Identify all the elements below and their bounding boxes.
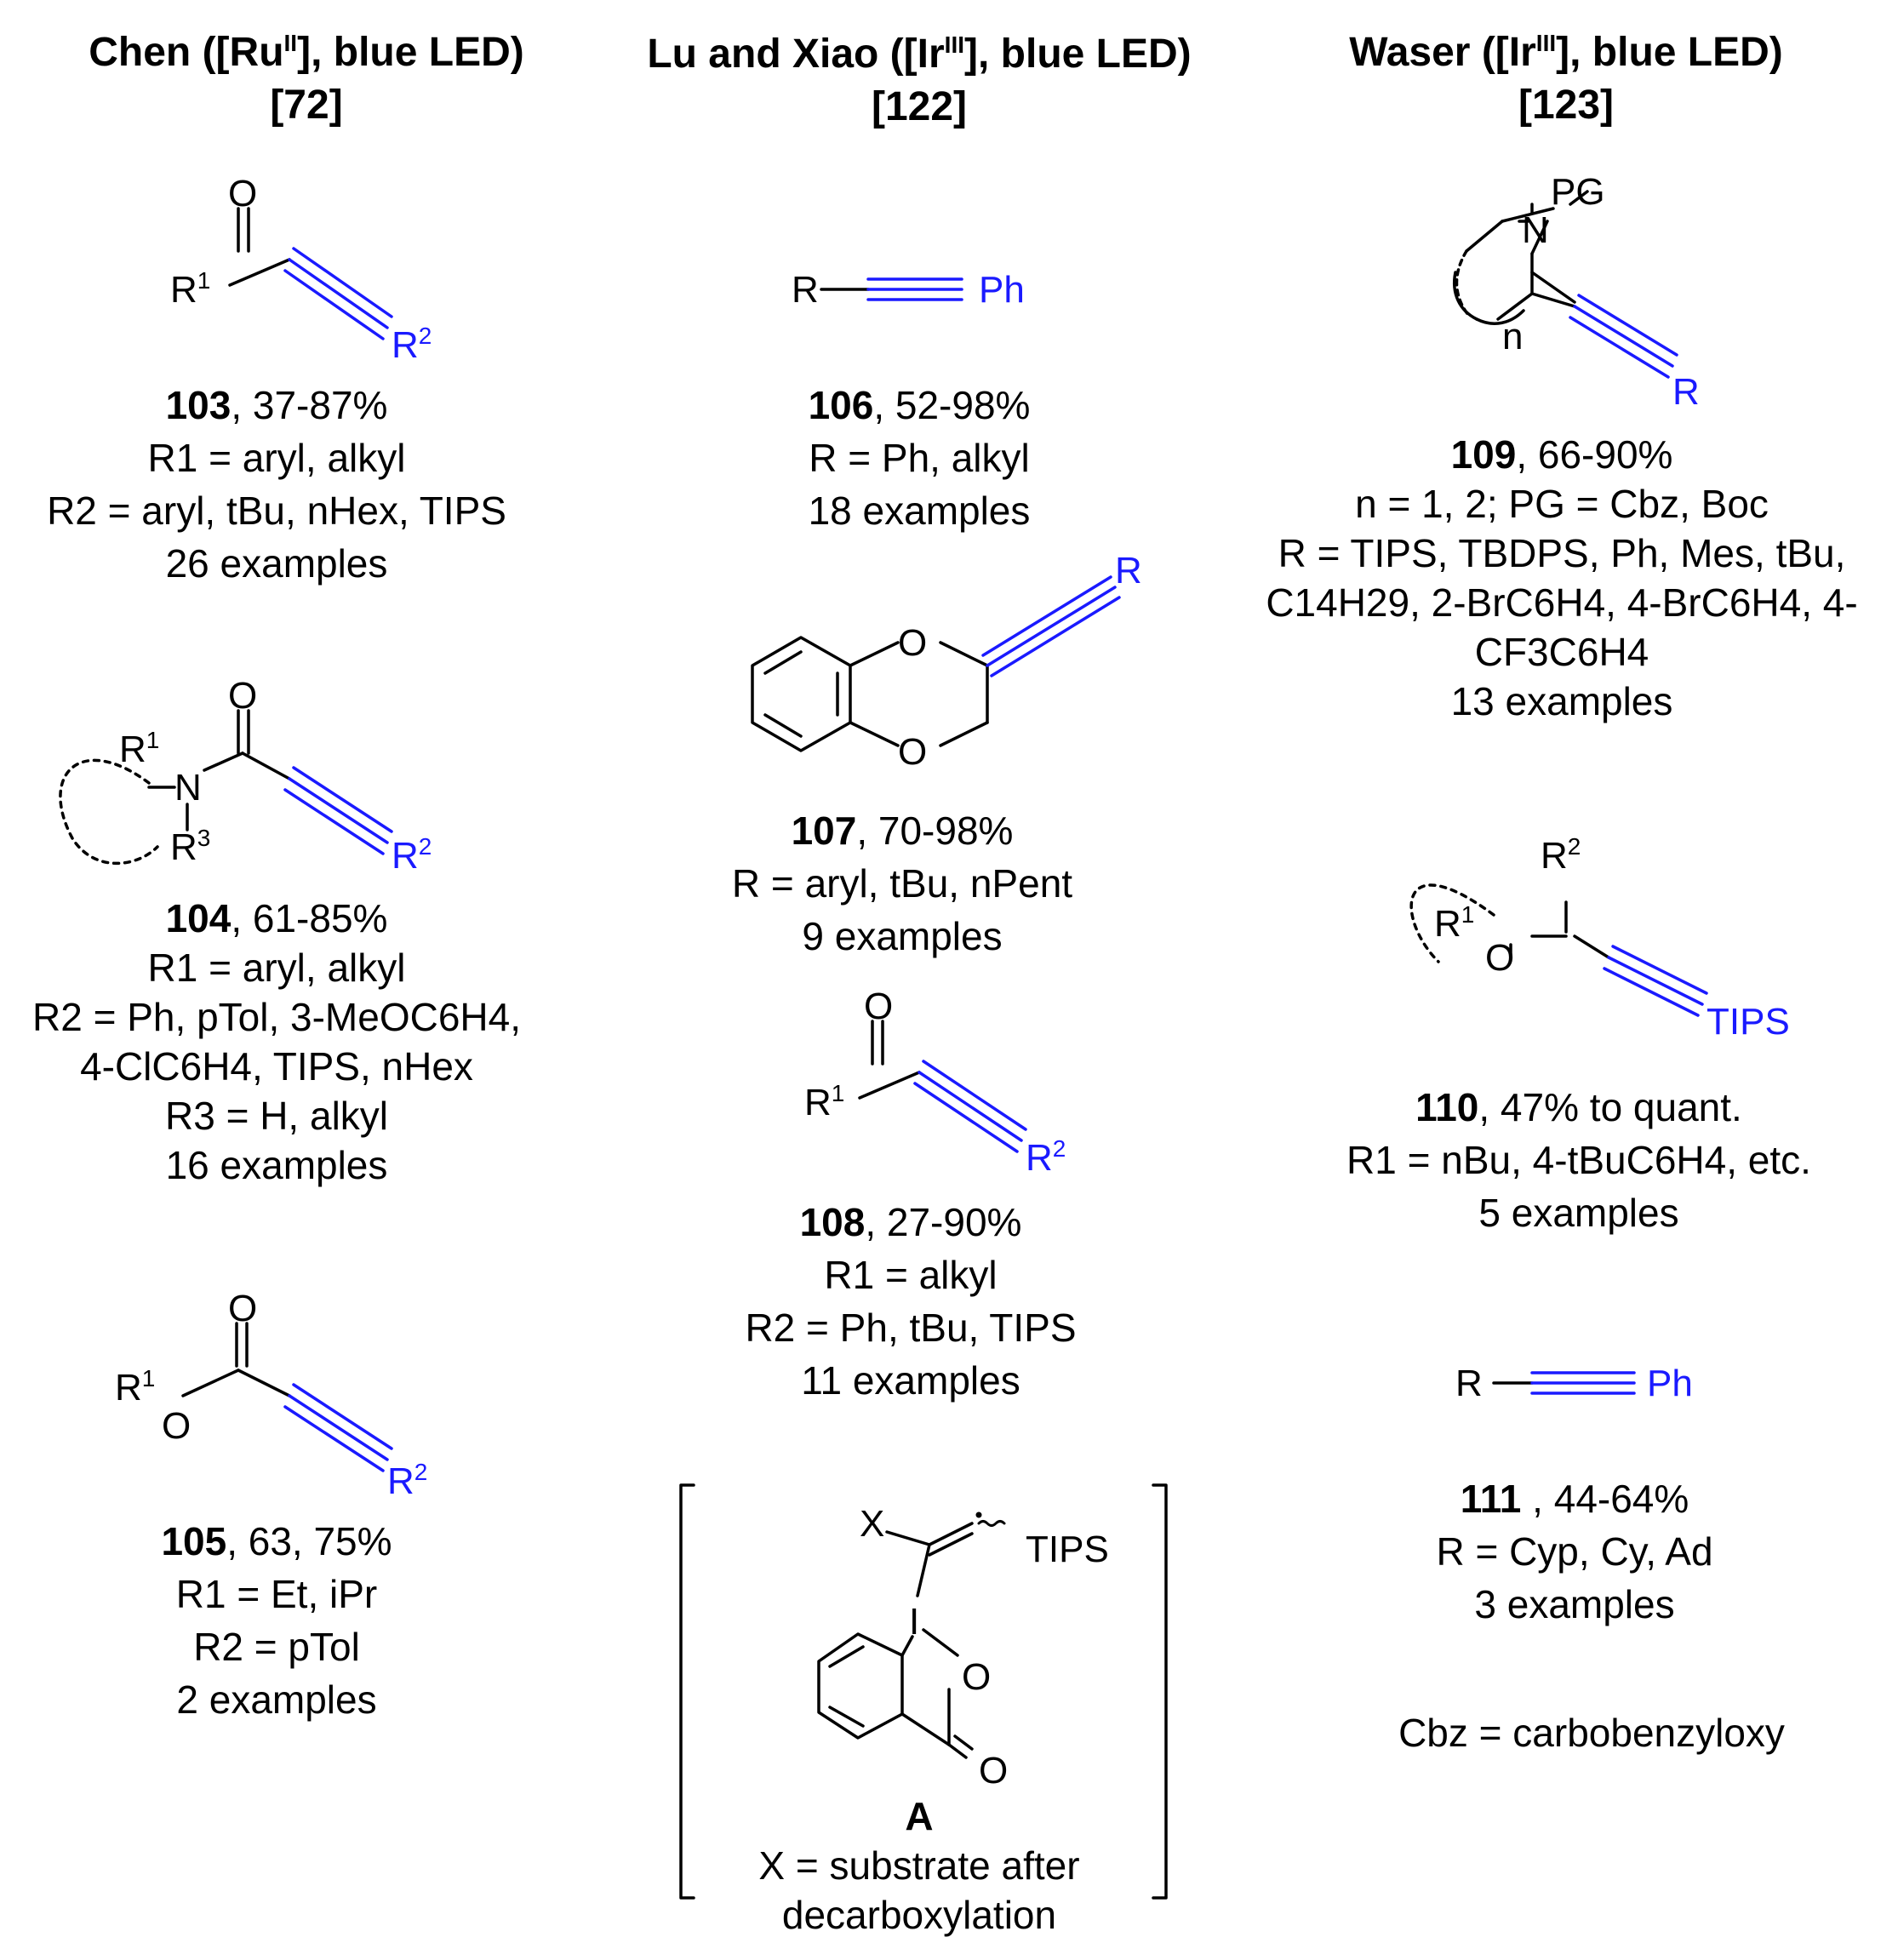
alkyne-111 — [1530, 1371, 1636, 1395]
atom-R-107: R — [1115, 550, 1142, 591]
alkyne-103 — [283, 247, 393, 340]
header-chen: Chen ([RuII], blue LED) [72] — [34, 17, 579, 132]
structure-104 — [59, 709, 291, 866]
atom-O-A1: O — [962, 1656, 991, 1698]
atom-R1-104: R1 — [119, 727, 159, 770]
structure-110 — [1409, 883, 1610, 963]
atom-O-110: O — [1485, 937, 1514, 979]
atom-Ph-111: Ph — [1647, 1363, 1693, 1404]
ref-72: [72] — [270, 83, 343, 128]
atom-I-A: I — [909, 1601, 919, 1643]
line-103-ex: 26 examples — [165, 541, 388, 586]
alkyne-107 — [981, 575, 1121, 677]
atom-R2-105: R2 — [387, 1459, 427, 1502]
atom-O-107b: O — [898, 731, 927, 773]
atom-TIPS-110: TIPS — [1706, 1001, 1790, 1043]
atom-Ph-106: Ph — [979, 269, 1025, 311]
alkyne-105 — [283, 1383, 393, 1472]
caption-108: 108, 27-90% R1 = alkyl R2 = Ph, tBu, TIP… — [745, 1200, 1077, 1403]
ref-123: [123] — [1518, 83, 1615, 128]
atom-N-109: N — [1522, 209, 1549, 251]
atom-X-A: X — [860, 1503, 884, 1545]
caption-109: 109, 66-90% n = 1, 2; PG = Cbz, Boc R = … — [1266, 432, 1858, 723]
atom-R-106: R — [792, 269, 819, 311]
line-103-r2: R2 = aryl, tBu, nHex, TIPS — [47, 489, 506, 533]
structure-108 — [858, 1020, 921, 1100]
caption-105: 105, 63, 75% R1 = Et, iPr R2 = pTol 2 ex… — [161, 1519, 392, 1722]
carbene-dot — [975, 1511, 982, 1518]
alkyne-108 — [913, 1060, 1027, 1153]
caption-104: 104, 61-85% R1 = aryl, alkyl R2 = Ph, pT… — [32, 896, 521, 1187]
alkyne-104 — [283, 766, 393, 855]
atom-n-109: n — [1502, 316, 1523, 357]
atom-N-104: N — [174, 767, 202, 809]
atom-PG-109: PG — [1551, 171, 1605, 213]
structure-105 — [181, 1322, 291, 1397]
atom-R-111: R — [1455, 1363, 1483, 1404]
line-103-r1: R1 = aryl, alkyl — [147, 436, 406, 480]
atom-R2-108: R2 — [1026, 1135, 1066, 1179]
atom-R3-104: R3 — [170, 825, 210, 868]
atom-R1-103: R1 — [170, 267, 210, 311]
atom-R1-110: R1 — [1434, 901, 1474, 945]
structure-103 — [228, 207, 291, 287]
header-waser: Waser ([IrIII], blue LED) [123] — [1294, 17, 1838, 132]
intermediate-A-structure — [679, 1483, 1168, 1900]
caption-103: 103, 37-87% R1 = aryl, alkyl R2 = aryl, … — [0, 379, 553, 590]
alkyne-109 — [1569, 294, 1678, 379]
atom-R2-104: R2 — [392, 833, 432, 877]
atom-R2-110: R2 — [1541, 833, 1581, 877]
atom-O-107a: O — [898, 622, 927, 664]
atom-O-105: O — [228, 1288, 257, 1329]
caption-106: 106, 52-98% R = Ph, alkyl 18 examples — [808, 383, 1031, 533]
alkyne-106 — [866, 277, 963, 301]
structure-107 — [751, 636, 989, 752]
alkyne-110 — [1603, 945, 1708, 1017]
atom-O2-105: O — [162, 1405, 191, 1447]
caption-110: 110, 47% to quant. R1 = nBu, 4-tBuC6H4, … — [1346, 1085, 1811, 1235]
atom-O-103: O — [228, 173, 257, 214]
footnote-cbz: Cbz = carbobenzyloxy — [1398, 1711, 1785, 1755]
atom-TIPS-A: TIPS — [1026, 1529, 1109, 1570]
caption-111: 111 , 44-64% R = Cyp, Cy, Ad 3 examples — [1436, 1477, 1713, 1626]
atom-R1-105: R1 — [115, 1365, 155, 1409]
structure-109 — [1453, 190, 1589, 325]
atom-O-A2: O — [979, 1750, 1008, 1791]
atom-O-104: O — [228, 675, 257, 717]
atom-R2-103: R2 — [392, 323, 432, 366]
caption-107: 107, 70-98% R = aryl, tBu, nPent 9 examp… — [731, 809, 1073, 958]
header-lu-xiao: Lu and Xiao ([IrIII], blue LED) [122] — [596, 19, 1243, 134]
atom-R-109: R — [1672, 371, 1700, 413]
caption-intermediate-A: A X = substrate after decarboxylation — [758, 1794, 1080, 1937]
atom-R1-108: R1 — [804, 1080, 844, 1123]
atom-O-108: O — [864, 986, 893, 1027]
ref-122: [122] — [871, 84, 968, 129]
